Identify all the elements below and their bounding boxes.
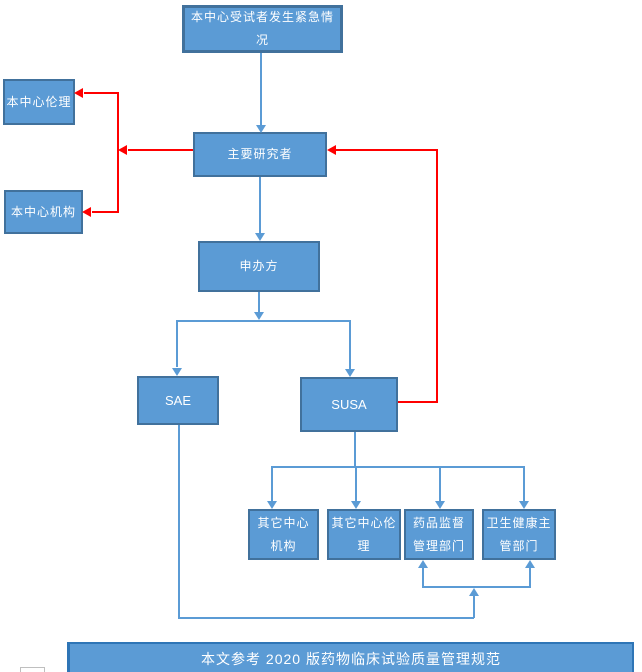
node-susa: SUSA (300, 377, 398, 432)
edge-susa-drugadmin-arrowhead (435, 501, 445, 509)
edge-susa-loop-bottom-line (398, 401, 438, 403)
edge-sae-drugadmin-line (422, 568, 424, 587)
partial-shape (20, 667, 45, 672)
edge-split-sae-arrowhead (172, 368, 182, 376)
node-pi: 主要研究者 (193, 132, 327, 177)
edge-emergency-pi-arrowhead (256, 125, 266, 133)
node-center-org: 本中心机构 (4, 190, 83, 234)
edge-susa-healthadmin-line (523, 466, 525, 501)
edge-branch-org-arrowhead (82, 207, 91, 217)
edge-sae-up-line (473, 596, 475, 618)
edge-susa-otherethics-line (355, 466, 357, 501)
edge-branch-org-line (92, 211, 117, 213)
edge-emergency-pi-line (260, 53, 262, 125)
split-bar-bottom-row (271, 466, 525, 468)
leftbranch-vertical-line (117, 92, 119, 213)
edge-sae-down-line (178, 425, 180, 619)
edge-susa-otherorg-line (271, 466, 273, 501)
node-center-ethics: 本中心伦理 (3, 79, 75, 125)
edge-susa-healthadmin-arrowhead (519, 501, 529, 509)
edge-sae-up-arrowhead (469, 588, 479, 596)
split-bar-sae-regulators (422, 586, 531, 588)
edge-sae-horizontal-line (178, 617, 474, 619)
edge-pi-sponsor-line (259, 177, 261, 233)
node-drug-admin: 药品监督 管理部门 (404, 509, 474, 560)
edge-sponsor-split-line (258, 292, 260, 312)
split-bar-sae-susa (177, 320, 351, 322)
edge-branch-ethics-arrowhead (74, 88, 83, 98)
edge-split-sae-line (176, 320, 178, 367)
footer-reference-bar: 本文参考 2020 版药物临床试验质量管理规范 (67, 642, 634, 672)
edge-sponsor-split-arrowhead (254, 312, 264, 320)
node-emergency: 本中心受试者发生紧急情况 (182, 5, 343, 53)
edge-pi-sponsor-arrowhead (255, 233, 265, 241)
edge-sae-drugadmin-arrowhead (418, 560, 428, 568)
node-health-admin: 卫生健康主 管部门 (482, 509, 556, 560)
node-other-center-org: 其它中心 机构 (248, 509, 319, 560)
edge-branch-ethics-line (84, 92, 117, 94)
edge-pi-leftbranch-arrowhead (118, 145, 127, 155)
edge-susa-otherethics-arrowhead (351, 501, 361, 509)
node-other-center-ethics: 其它中心伦 理 (327, 509, 401, 560)
edge-susa-drugadmin-line (439, 466, 441, 501)
node-sae: SAE (137, 376, 219, 425)
edge-sae-healthadmin-line (529, 568, 531, 587)
edge-susa-loop-top-line (336, 149, 438, 151)
edge-sae-healthadmin-arrowhead (525, 560, 535, 568)
edge-pi-leftbranch-line (128, 149, 193, 151)
edge-split-susa-arrowhead (345, 369, 355, 377)
edge-susa-bottombar-line (354, 432, 356, 468)
edge-susa-pi-arrowhead (327, 145, 336, 155)
edge-susa-otherorg-arrowhead (267, 501, 277, 509)
node-sponsor: 申办方 (198, 241, 320, 292)
edge-susa-loop-vertical-line (436, 149, 438, 403)
edge-split-susa-line (349, 320, 351, 369)
